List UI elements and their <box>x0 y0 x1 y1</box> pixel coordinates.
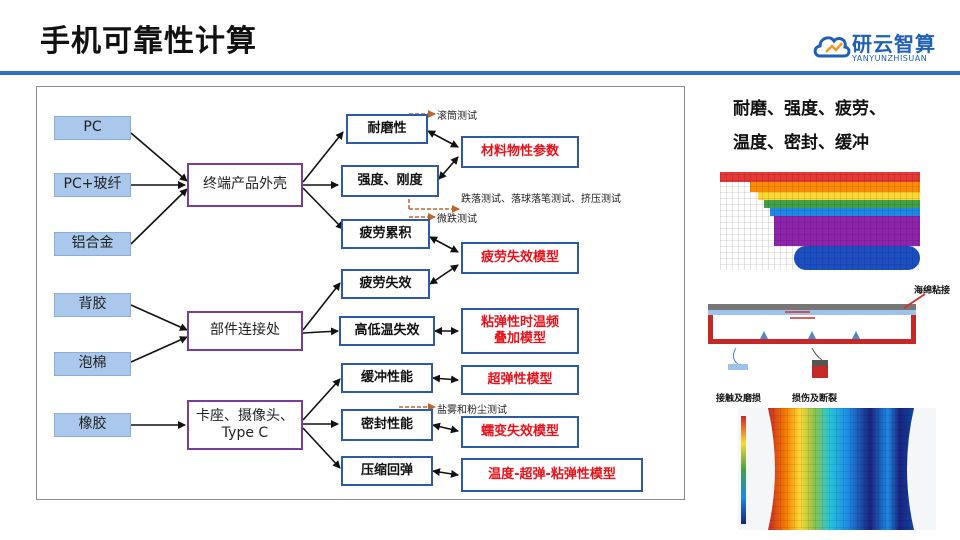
page-title: 手机可靠性计算 <box>40 24 257 59</box>
material-to-group-arrows <box>130 132 188 429</box>
model-viscoelastic-line1: 粘弹性时温频 <box>480 314 559 330</box>
adhesive-bonding-schematic <box>708 293 926 378</box>
connector-layer <box>130 110 460 478</box>
property-sealing: 密封性能 <box>341 409 433 441</box>
material-foam: 泡棉 <box>54 352 131 376</box>
thermal-contour-image <box>738 408 936 530</box>
title-underline <box>0 71 960 75</box>
model-creep-failure: 蠕变失效模型 <box>461 416 579 448</box>
group-component-joint: 部件连接处 <box>187 311 303 351</box>
test-note-salt-dust: 盐雾和粉尘测试 <box>437 405 507 416</box>
material-back-adhesive: 背胶 <box>54 293 131 317</box>
model-viscoelastic-line2: 叠加模型 <box>493 331 546 346</box>
model-material-parameters: 材料物性参数 <box>461 136 579 168</box>
cloud-logo-icon <box>813 36 851 58</box>
summary-line-1: 耐磨、强度、疲劳、 <box>733 99 886 119</box>
layered-shell-fea-image <box>720 172 920 270</box>
model-hyperelastic: 超弹性模型 <box>461 365 579 395</box>
test-arrows <box>399 110 460 411</box>
damage-fracture-label: 损伤及断裂 <box>792 394 838 404</box>
property-cushioning: 缓冲性能 <box>341 363 433 393</box>
group-to-property-arrows <box>302 131 344 469</box>
property-high-low-temp-failure: 高低温失效 <box>339 316 435 346</box>
group-product-shell: 终端产品外壳 <box>187 163 303 207</box>
group-connectors-line2: Type C <box>221 425 269 441</box>
adhesive-label: 海绵粘接 <box>914 286 951 296</box>
logo-subtitle: YANYUNZHISUAN <box>852 54 928 63</box>
model-temp-hyper-visco: 温度-超弹-粘弹性模型 <box>461 458 643 492</box>
material-pc-glass-fiber: PC+玻纤 <box>54 173 131 197</box>
test-note-micro-drop: 微跌测试 <box>437 214 477 225</box>
property-strength-stiffness: 强度、刚度 <box>341 165 439 197</box>
summary-text: 耐磨、强度、疲劳、 温度、密封、缓冲 <box>733 92 933 160</box>
material-rubber: 橡胶 <box>54 413 131 437</box>
material-aluminum-alloy: 铝合金 <box>54 232 131 256</box>
test-note-roller: 滚筒测试 <box>437 111 477 122</box>
property-fatigue-failure: 疲劳失效 <box>341 269 430 299</box>
group-connectors: 卡座、摄像头、 Type C <box>187 400 303 450</box>
property-model-arrows <box>427 130 459 478</box>
material-pc: PC <box>54 116 131 140</box>
property-fatigue-accumulation: 疲劳累积 <box>341 219 430 249</box>
contact-wear-label: 接触及磨损 <box>716 394 762 404</box>
company-logo: 研云智算 YANYUNZHISUAN <box>812 28 952 68</box>
diagram-panel: PC PC+玻纤 铝合金 背胶 泡棉 橡胶 终端产品外壳 部件连接处 卡座、摄像… <box>36 86 685 500</box>
logo-wordmark: 研云智算 <box>852 32 936 56</box>
test-note-drop: 跌落测试、落球落笔测试、挤压测试 <box>461 194 621 205</box>
summary-line-2: 温度、密封、缓冲 <box>733 133 869 153</box>
property-compression-rebound: 压缩回弹 <box>341 456 433 486</box>
model-viscoelastic: 粘弹性时温频 叠加模型 <box>461 308 579 354</box>
group-connectors-line1: 卡座、摄像头、 <box>196 407 294 424</box>
property-wear-resistance: 耐磨性 <box>346 114 428 144</box>
model-fatigue-failure: 疲劳失效模型 <box>461 242 579 274</box>
